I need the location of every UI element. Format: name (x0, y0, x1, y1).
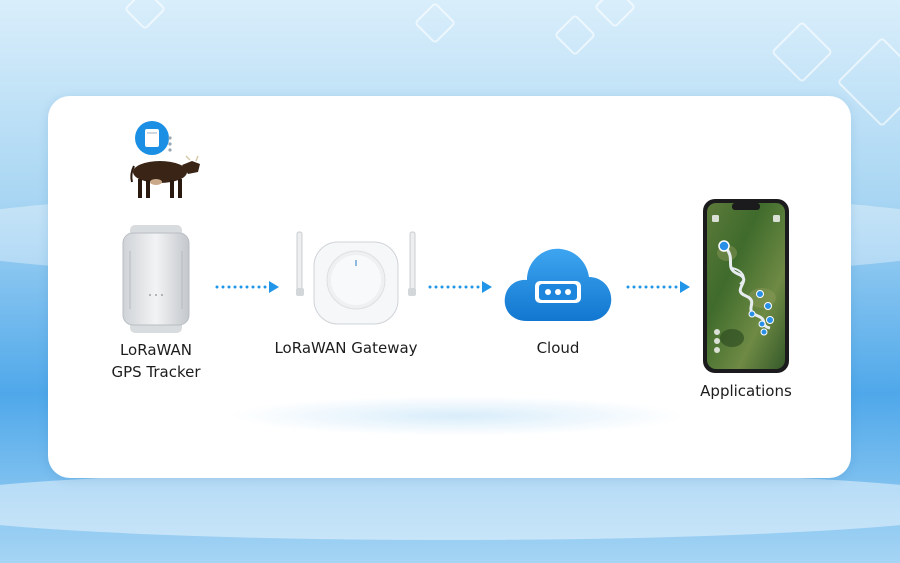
cow-icon (130, 155, 200, 198)
cloud-label: Cloud (536, 339, 580, 357)
gps-tracker-device (122, 225, 190, 333)
tracker-label-line1: LoRaWAN (119, 341, 193, 359)
gateway-label: LoRaWAN Gateway (274, 339, 418, 357)
dotted-arrow-icon (215, 281, 279, 293)
tracker-label: LoRaWAN GPS Tracker (96, 339, 216, 383)
dotted-arrow-icon (428, 281, 492, 293)
cloud-server-icon (504, 248, 612, 321)
decorative-diamond (413, 1, 457, 45)
tracker-badge-icon (135, 121, 172, 155)
smartphone-map-app (703, 199, 789, 373)
card-glow (228, 396, 688, 436)
decorative-diamond (770, 20, 834, 84)
decorative-diamond (593, 0, 637, 29)
applications-label: Applications (700, 382, 792, 400)
decorative-diamond (553, 13, 597, 57)
tracker-label-line2: GPS Tracker (111, 363, 201, 381)
decorative-diamond (123, 0, 167, 31)
lorawan-gateway-device (296, 231, 416, 325)
dotted-arrow-icon (626, 281, 690, 293)
background-wave (0, 470, 900, 540)
